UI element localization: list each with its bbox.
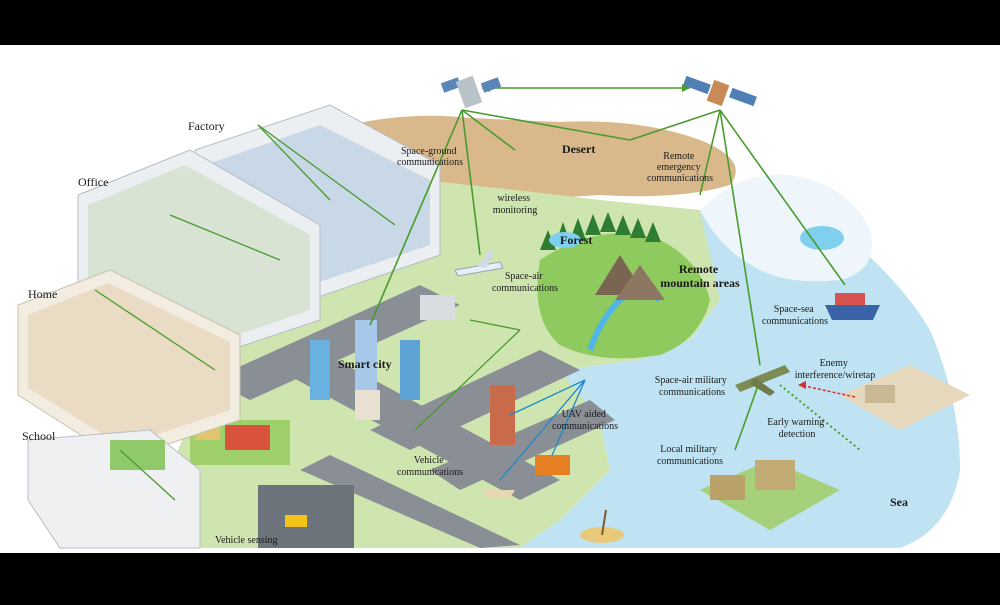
label-early-warning: Early warning detection <box>767 417 826 440</box>
satellite-links <box>369 109 846 451</box>
island-icon <box>580 509 624 543</box>
interference-arrow <box>798 381 806 389</box>
top-bar <box>0 0 1000 45</box>
uav-links <box>499 379 586 481</box>
label-space-air-military: Space-air military communications <box>655 375 729 398</box>
link-arrow-right <box>682 84 690 92</box>
label-remote-emergency: Remote emergency communications <box>647 151 713 184</box>
interference-link <box>799 384 856 398</box>
early-warning-beam <box>779 384 861 451</box>
ground-links <box>94 124 521 501</box>
satellite-icon <box>440 75 502 109</box>
label-vehicle-comm: Vehicle communications <box>397 455 463 478</box>
smart-city-buildings <box>310 295 515 445</box>
label-uav-aided: UAV aided communications <box>552 409 618 432</box>
label-office: Office <box>78 175 108 189</box>
city-roads <box>210 285 615 548</box>
label-desert: Desert <box>562 142 595 156</box>
school-scene <box>27 429 201 549</box>
label-forest: Forest <box>560 233 592 247</box>
label-space-air: Space-air communications <box>492 271 558 294</box>
military-base <box>700 460 840 530</box>
label-vehicle-sensing: Vehicle sensing <box>215 535 278 546</box>
forest-lake <box>549 232 581 248</box>
enemy-camp <box>840 365 970 430</box>
sensing-car <box>285 515 307 527</box>
label-enemy: Enemy interference/wiretap <box>795 358 876 381</box>
label-sea: Sea <box>890 495 908 509</box>
ship-icon <box>482 490 515 498</box>
label-smart-city: Smart city <box>338 357 392 371</box>
label-local-military: Local military communications <box>657 444 723 467</box>
sea-region <box>520 207 960 548</box>
mountain-peak <box>615 265 665 300</box>
label-space-sea: Space-sea communications <box>762 304 828 327</box>
airliner-icon <box>454 250 504 277</box>
satellite-icon <box>683 75 757 107</box>
label-remote-mountain: Remote mountain areas <box>660 262 740 290</box>
home-scene <box>17 269 241 461</box>
ship-icon <box>825 293 880 320</box>
label-wireless-monitoring: wireless monitoring <box>493 193 537 216</box>
label-home: Home <box>28 287 57 301</box>
bottom-bar <box>0 553 1000 600</box>
label-school: School <box>22 429 56 443</box>
label-factory: Factory <box>188 119 225 133</box>
mountain-lake <box>800 226 844 250</box>
offshore-platform-icon <box>535 455 570 475</box>
military-aircraft-icon <box>735 365 790 396</box>
label-space-ground: Space-ground communications <box>397 146 463 168</box>
